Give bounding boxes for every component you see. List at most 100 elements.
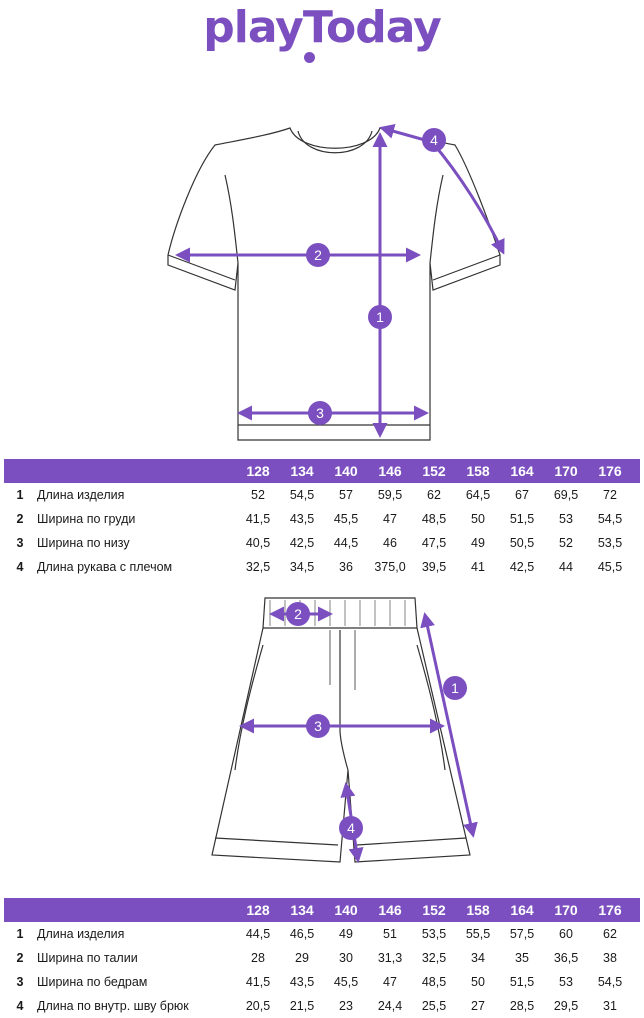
tshirt-drawing — [167, 124, 505, 441]
tshirt-size-table: 128 134 140 146 152 158 164 170 176 1 Дл… — [4, 459, 640, 579]
row-label: Длина по внутр. шву брюк — [37, 999, 189, 1013]
cell-value: 34,5 — [289, 560, 315, 574]
cell-value: 45,5 — [333, 975, 359, 989]
size-col-header: 176 — [598, 902, 622, 918]
table-row: 2 Ширина по талии 28 29 30 31,3 32,5 34 … — [4, 946, 640, 970]
cell-value: 54,5 — [289, 488, 315, 502]
cell-value: 44 — [559, 560, 573, 574]
row-label: Длина изделия — [37, 927, 125, 941]
row-number: 1 — [16, 927, 24, 941]
cell-value: 36 — [339, 560, 353, 574]
table-row: 4 Длина по внутр. шву брюк 20,5 21,5 23 … — [4, 994, 640, 1018]
cell-value: 51,5 — [509, 975, 535, 989]
shorts-badge-1: 1 — [443, 676, 467, 700]
cell-value: 51 — [383, 927, 397, 941]
cell-value: 36,5 — [553, 951, 579, 965]
cell-value: 69,5 — [553, 488, 579, 502]
row-label: Длина рукава с плечом — [37, 560, 173, 574]
size-col-header: 158 — [466, 463, 490, 479]
size-col-header: 170 — [554, 463, 578, 479]
table-row: 2 Ширина по груди 41,5 43,5 45,5 47 48,5… — [4, 507, 640, 531]
size-col-header: 176 — [598, 463, 622, 479]
cell-value: 42,5 — [289, 536, 315, 550]
cell-value: 34 — [471, 951, 485, 965]
row-number: 3 — [16, 536, 24, 550]
cell-value: 38 — [603, 951, 617, 965]
row-number: 2 — [16, 512, 24, 526]
row-number: 2 — [16, 951, 24, 965]
table-row: 3 Ширина по бедрам 41,5 43,5 45,5 47 48,… — [4, 970, 640, 994]
cell-value: 52 — [251, 488, 265, 502]
table-row: 4 Длина рукава с плечом 32,5 34,5 36 375… — [4, 555, 640, 579]
cell-value: 41,5 — [245, 512, 271, 526]
cell-value: 53 — [559, 975, 573, 989]
size-col-header: 140 — [334, 463, 358, 479]
cell-value: 49 — [339, 927, 353, 941]
cell-value: 57 — [339, 488, 353, 502]
cell-value: 39,5 — [421, 560, 447, 574]
cell-value: 50 — [471, 975, 485, 989]
cell-value: 44,5 — [333, 536, 359, 550]
cell-value: 52 — [559, 536, 573, 550]
tshirt-badge-4: 4 — [422, 128, 446, 152]
shorts-size-table: 128 134 140 146 152 158 164 170 176 1 Дл… — [4, 898, 640, 1018]
cell-value: 31,3 — [377, 951, 403, 965]
cell-value: 47 — [383, 512, 397, 526]
cell-value: 57,5 — [509, 927, 535, 941]
cell-value: 53,5 — [421, 927, 447, 941]
tshirt-badge-1: 1 — [368, 305, 392, 329]
cell-value: 28 — [251, 951, 265, 965]
cell-value: 47 — [383, 975, 397, 989]
size-col-header: 146 — [378, 902, 402, 918]
cell-value: 48,5 — [421, 512, 447, 526]
tshirt-badge-3: 3 — [308, 401, 332, 425]
cell-value: 62 — [427, 488, 441, 502]
size-col-header: 128 — [246, 463, 270, 479]
shorts-badge-4: 4 — [339, 816, 363, 840]
size-col-header: 128 — [246, 902, 270, 918]
cell-value: 59,5 — [377, 488, 403, 502]
size-col-header: 152 — [422, 463, 446, 479]
size-col-header: 164 — [510, 463, 534, 479]
shorts-badge-2: 2 — [286, 602, 310, 626]
tshirt-table-header: 128 134 140 146 152 158 164 170 176 — [4, 459, 640, 483]
cell-value: 27 — [471, 999, 485, 1013]
cell-value: 35 — [515, 951, 529, 965]
table-row: 3 Ширина по низу 40,5 42,5 44,5 46 47,5 … — [4, 531, 640, 555]
cell-value: 54,5 — [597, 512, 623, 526]
table-row: 1 Длина изделия 52 54,5 57 59,5 62 64,5 … — [4, 483, 640, 507]
row-number: 1 — [16, 488, 24, 502]
cell-value: 50 — [471, 512, 485, 526]
row-number: 4 — [16, 999, 24, 1013]
cell-value: 48,5 — [421, 975, 447, 989]
cell-value: 20,5 — [245, 999, 271, 1013]
cell-value: 40,5 — [245, 536, 271, 550]
cell-value: 49 — [471, 536, 485, 550]
size-col-header: 152 — [422, 902, 446, 918]
cell-value: 64,5 — [465, 488, 491, 502]
shorts-drawing — [211, 597, 478, 863]
size-col-header: 158 — [466, 902, 490, 918]
shorts-badge-3: 3 — [306, 714, 330, 738]
cell-value: 53 — [559, 512, 573, 526]
cell-value: 375,0 — [374, 560, 406, 574]
shorts-table-header: 128 134 140 146 152 158 164 170 176 — [4, 898, 640, 922]
cell-value: 41 — [471, 560, 485, 574]
row-label: Ширина по талии — [37, 951, 138, 965]
row-number: 3 — [16, 975, 24, 989]
row-label: Длина изделия — [37, 488, 125, 502]
row-number: 4 — [16, 560, 24, 574]
row-label: Ширина по низу — [37, 536, 130, 550]
table-row: 1 Длина изделия 44,5 46,5 49 51 53,5 55,… — [4, 922, 640, 946]
brand-logo: playToday — [0, 2, 644, 53]
cell-value: 43,5 — [289, 512, 315, 526]
cell-value: 60 — [559, 927, 573, 941]
row-label: Ширина по бедрам — [37, 975, 148, 989]
logo-text: playToday — [203, 2, 442, 53]
size-col-header: 164 — [510, 902, 534, 918]
cell-value: 44,5 — [245, 927, 271, 941]
cell-value: 51,5 — [509, 512, 535, 526]
cell-value: 62 — [603, 927, 617, 941]
cell-value: 24,4 — [377, 999, 403, 1013]
cell-value: 55,5 — [465, 927, 491, 941]
